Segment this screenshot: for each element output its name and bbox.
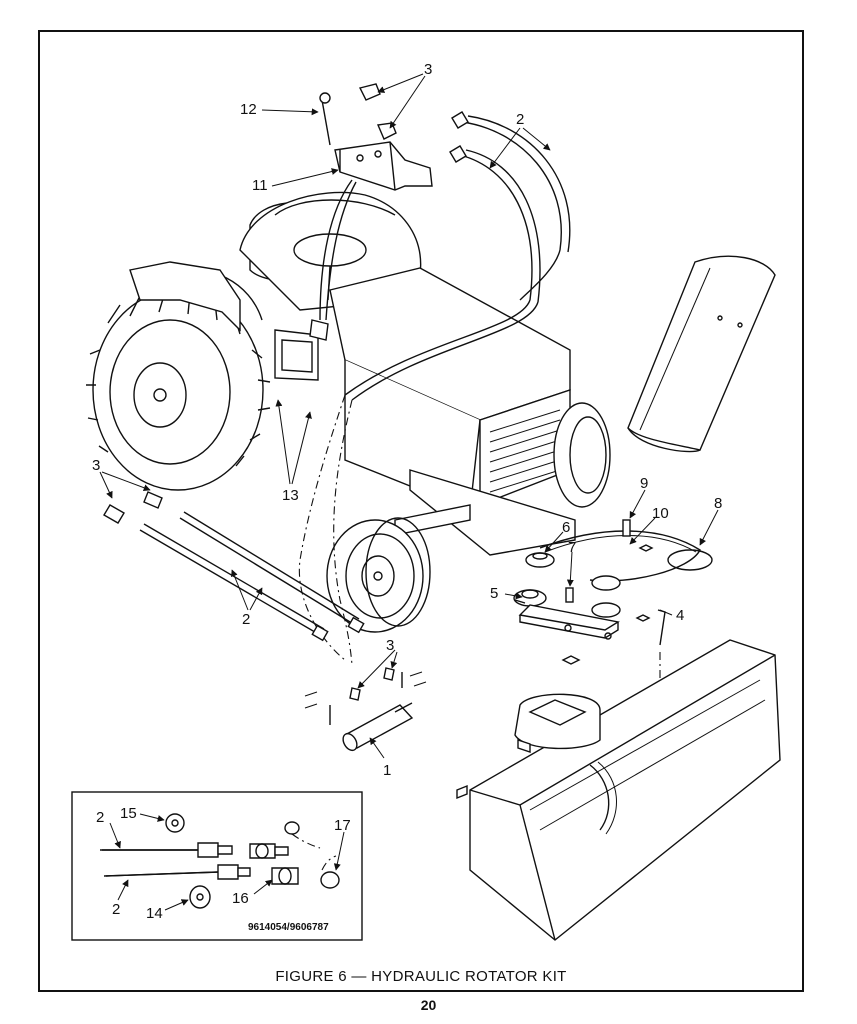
callout-17: 17	[334, 817, 351, 834]
page-number: 20	[420, 997, 437, 1013]
callout-3-top: 3	[424, 61, 432, 78]
callout-3-left: 3	[92, 457, 100, 474]
callout-2-inset-bottom: 2	[112, 901, 120, 918]
tractor-rear-wheel	[86, 261, 271, 491]
callout-14: 14	[146, 905, 163, 922]
callout-16: 16	[232, 890, 249, 907]
hydraulic-cylinder	[304, 667, 427, 752]
figure-caption: FIGURE 6 — HYDRAULIC ROTATOR KIT	[275, 968, 567, 985]
hydraulic-hoses-lower	[103, 491, 365, 642]
callout-labels: 3 12 2 11 13 3 2 3 1 5 6 7 9 10 8 4 2 15…	[92, 61, 722, 933]
callout-3-bottom: 3	[386, 637, 394, 654]
tractor-body	[239, 191, 611, 633]
callout-2-left: 2	[242, 611, 250, 628]
callout-7: 7	[568, 539, 576, 556]
callout-5: 5	[490, 585, 498, 602]
hydraulic-hoses-upper	[298, 111, 571, 666]
figure-frame	[38, 30, 804, 992]
leader-lines	[99, 73, 719, 911]
callout-13: 13	[282, 487, 299, 504]
callout-2-top: 2	[516, 111, 524, 128]
inset-detail	[71, 791, 363, 941]
callout-12: 12	[240, 101, 257, 118]
discharge-chute	[627, 255, 776, 453]
snowthrower-housing	[456, 639, 781, 941]
callout-15: 15	[120, 805, 137, 822]
callout-10: 10	[652, 505, 669, 522]
control-valve-assembly	[319, 83, 433, 321]
callout-8: 8	[714, 495, 722, 512]
callout-11: 11	[252, 177, 268, 194]
callout-2-inset-top: 2	[96, 809, 104, 826]
callout-6: 6	[562, 519, 570, 536]
callout-4: 4	[676, 607, 684, 624]
callout-1: 1	[383, 762, 391, 779]
inset-part-numbers: 9614054/9606787	[248, 922, 329, 933]
tractor-fittings	[274, 319, 329, 381]
callout-9: 9	[640, 475, 648, 492]
